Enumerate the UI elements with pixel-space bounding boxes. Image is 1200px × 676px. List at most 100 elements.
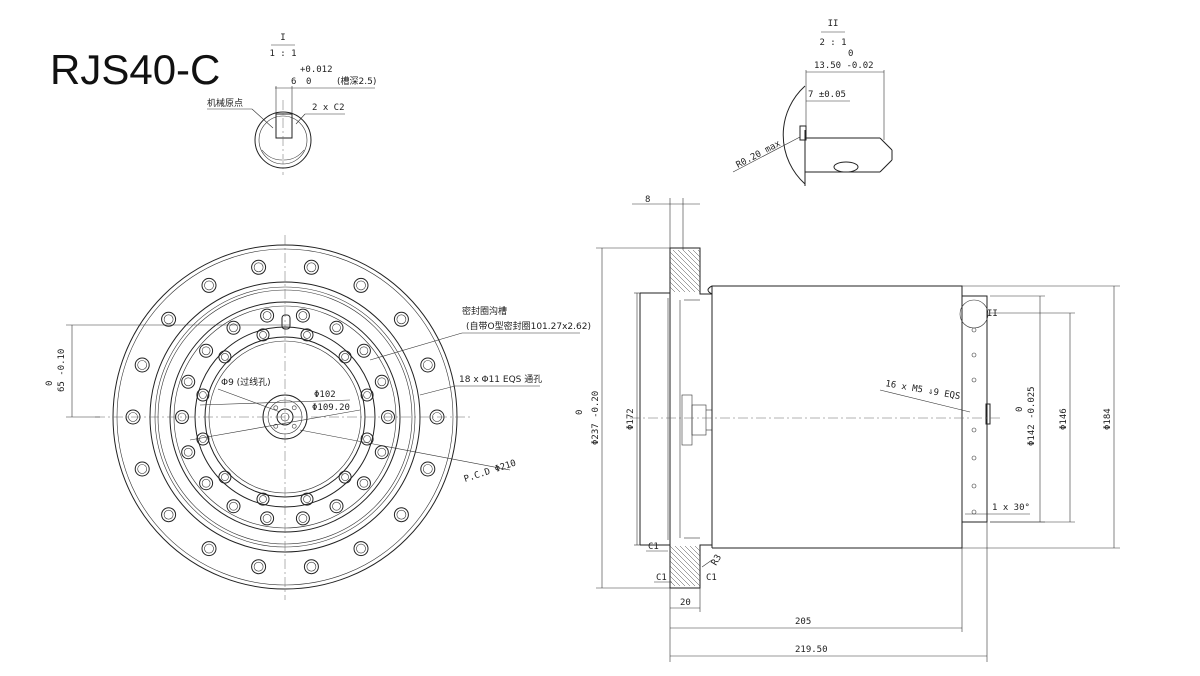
section-hatch [684,545,701,562]
side-dia-184: Φ184 [1103,408,1113,430]
bolt-hole-inner [163,314,174,325]
bolt-hole [196,388,210,402]
section-hatch [687,249,701,263]
bolt-hole [134,461,150,477]
bolt-hole [393,507,409,523]
bolt-hole-inner [253,561,264,572]
bolt-hole-inner [201,346,211,356]
bolt-hole [161,311,177,327]
section-hatch [669,251,701,283]
bolt-hole-inner [221,473,229,481]
bolt-hole [273,423,279,429]
bolt-hole [181,445,196,460]
bolt-hole-inner [422,360,433,370]
section-hatch [677,249,701,273]
bolt-hole-inner [396,509,407,520]
front-seal-label-1: 密封圈沟槽 [462,305,507,317]
bolt-hole [181,374,196,389]
bolt-hole-inner [341,353,349,361]
bolt-hole-inner [262,311,272,320]
detail-ii-scale: 2 : 1 [819,38,846,48]
bolt-hole [338,350,352,364]
detail-i-view: I 1 : 1 +0.012 6 0 (槽深2.5) 机械原点 2 x C2 [207,33,376,175]
bolt-hole-inner [298,311,308,320]
section-hatch [669,281,681,293]
bolt-hole [199,343,214,358]
side-c1-a: C1 [648,542,659,552]
bolt-hole [196,432,210,446]
section-hatch [694,545,701,552]
detail-ii-view: II 2 : 1 0 13.50 -0.02 7 ±0.05 R0.20 max [732,19,893,186]
bolt-hole-inner [204,543,214,554]
section-hatch [669,276,686,293]
section-hatch [669,570,686,587]
section-hatch [669,550,701,582]
front-dia-109: Φ109.20 [312,403,350,413]
bolt-hole-inner [201,478,211,488]
front-dim-65: 65 -0.10 [57,349,67,392]
bolt-hole-inner [306,561,317,572]
detail-ii-number: II [828,19,839,29]
bolt-hole-inner [163,509,174,520]
bolt-hole [360,388,374,402]
bolt-hole [381,410,395,424]
tap-hole [971,352,977,358]
bolt-hole-inner [356,280,366,291]
section-hatch [669,271,691,293]
side-dim-219: 219.50 [795,645,828,655]
bolt-hole [161,507,177,523]
bolt-hole [360,432,374,446]
bolt-hole [303,559,319,575]
side-dim-8: 8 [645,195,650,205]
side-dia-237: Φ237 -0.20 [591,391,601,445]
tap-hole [971,483,977,489]
section-hatch [669,560,696,587]
bolt-hole-inner [259,331,267,339]
bolt-hole-inner [204,280,214,291]
bolt-hole-inner [183,447,193,457]
bolt-hole [251,559,267,575]
bolt-hole [338,470,352,484]
side-c1-b: C1 [656,573,667,583]
section-hatch [669,286,676,293]
model-title: RJS40-C [50,46,220,93]
bolt-hole [201,277,217,293]
mechanical-origin-label: 机械原点 [207,97,243,109]
tap-hole [971,327,977,333]
front-holes-label: 18 x Φ11 EQS 通孔 [459,374,542,385]
front-seal-label-2: (自带O型密封圈101.27x2.62) [466,320,591,332]
tap-hole [971,377,977,383]
detail-ii-length: 13.50 -0.02 [814,61,874,71]
bolt-hole-inner [199,391,207,399]
bolt-hole-inner [303,495,311,503]
front-view: 0 65 -0.10 Φ9 (过线孔) Φ102 Φ109.20 密封圈沟槽 (… [45,235,591,600]
bolt-hole-inner [259,495,267,503]
bolt-hole-inner [306,262,317,273]
bolt-hole [134,357,150,373]
bolt-hole-inner [377,447,387,457]
side-chamfer-30: 1 x 30° [992,503,1030,513]
bolt-hole [218,350,232,364]
detail-i-slot-width: 6 [291,77,296,87]
bolt-hole-inner [137,464,147,474]
bolt-hole [374,445,389,460]
detail-i-chamfer: 2 x C2 [312,103,345,113]
side-dia-142-upper: 0 [1015,407,1025,412]
bolt-hole [300,328,314,342]
bolt-hole [356,343,371,358]
bolt-hole-inner [332,323,341,333]
bolt-hole [256,328,270,342]
detail-i-scale: 1 : 1 [269,49,296,59]
section-hatch [682,249,701,268]
bolt-hole [273,405,279,411]
side-tap-label: 16 x M5 ⇓9 EQS [884,379,960,402]
tap-hole [971,509,977,515]
bolt-hole [226,320,241,335]
section-hatch [697,249,701,253]
bolt-hole [260,308,275,323]
bolt-hole [356,476,371,491]
bolt-hole [353,277,369,293]
bolt-hole [300,492,314,506]
section-hatch [692,249,701,258]
